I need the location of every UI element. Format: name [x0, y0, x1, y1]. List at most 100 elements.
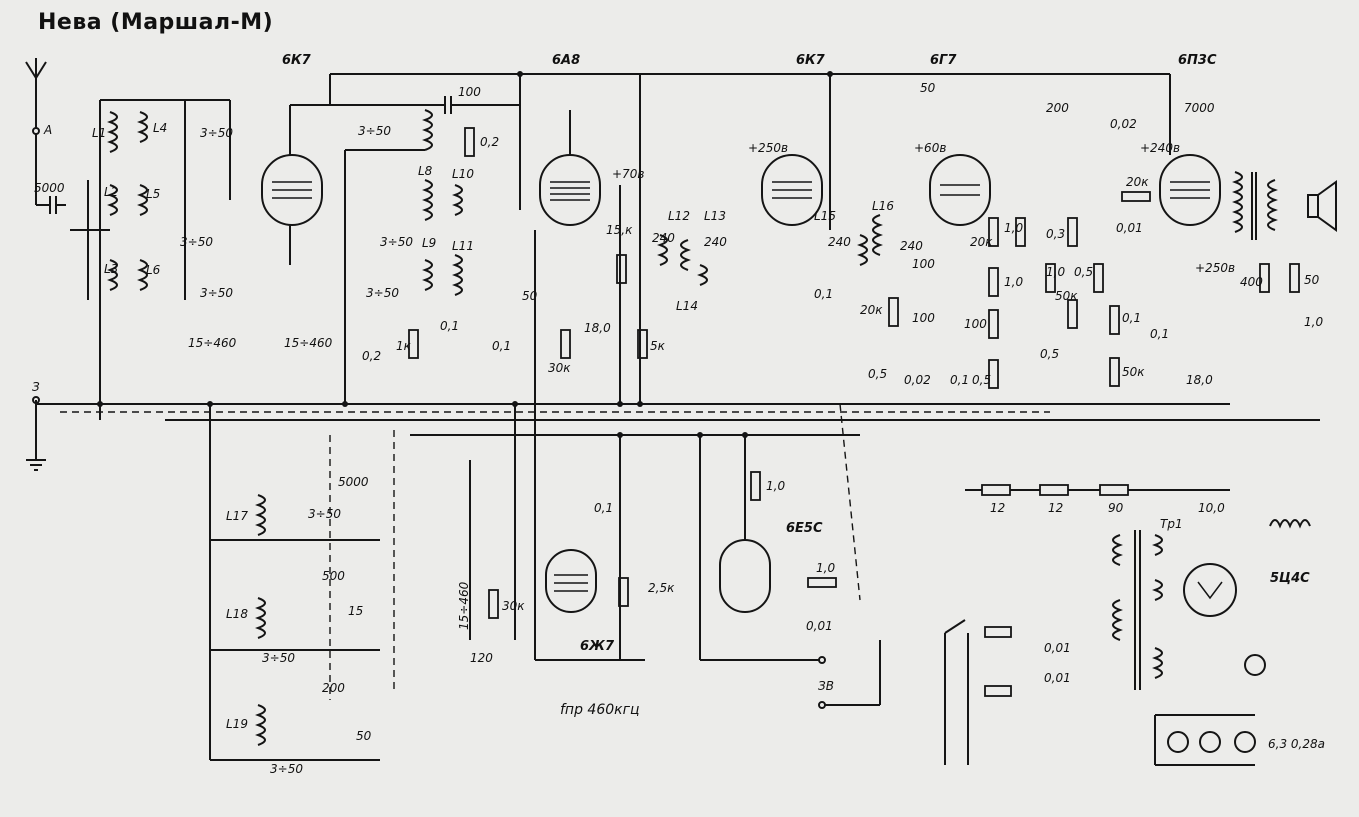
coil-L8: L8 [418, 164, 433, 178]
pickup-terminals [818, 403, 881, 709]
label-c0-2: 0,2 [362, 349, 381, 363]
label-c0-1-osc: 0,1 [594, 501, 613, 515]
label-c3-50-osc3: 3÷50 [270, 762, 303, 776]
tube-output [1159, 154, 1221, 226]
label-c50-osc: 50 [356, 729, 372, 743]
label-c3-50-osc2: 3÷50 [262, 651, 295, 665]
label-c200-osc: 200 [322, 681, 345, 695]
label-r100: 100 [964, 317, 987, 331]
label-r2-5k: 2,5к [648, 581, 675, 595]
label-c100-det-a: 100 [912, 257, 935, 271]
label-c0-5: 0,5 [1040, 347, 1059, 361]
label-c50-det: 50 [920, 81, 936, 95]
voltage-240: +240в [1140, 141, 1180, 155]
tube-label-6e5s: 6Е5С [786, 521, 823, 536]
resistor-1k [408, 329, 419, 359]
tube-indicator [719, 435, 771, 613]
resistor-20k-out [1121, 191, 1151, 202]
tube-converter [539, 110, 601, 226]
resistor-50k-b [1109, 357, 1120, 387]
resistor-1-0-ind2 [807, 577, 837, 588]
label-r50k-a: 50к [1055, 289, 1078, 303]
label-c0-01: 0,01 [1116, 221, 1143, 235]
tube-label-6a8: 6А8 [552, 53, 580, 68]
label-c15: 15 [348, 604, 363, 618]
label-c5000-osc: 5000 [338, 475, 369, 489]
tube-rf-amp [261, 104, 330, 265]
label-c0-1-det: 0,1 [950, 373, 969, 387]
resistor-15k [616, 254, 627, 284]
resistor-1-0-a [1015, 217, 1026, 247]
label-c0-01-ind: 0,01 [806, 619, 833, 633]
label-c100-top: 100 [458, 85, 481, 99]
tube-label-6g7: 6Г7 [930, 53, 957, 68]
tube-label-5ts4s: 5Ц4С [1270, 571, 1310, 586]
tube-if-amp [761, 154, 823, 226]
resistor-0-5-c [1093, 263, 1104, 293]
resistor-30k-osc [488, 589, 499, 619]
coil-L13: L13 [704, 209, 726, 223]
label-r1-0-a: 1,0 [1004, 221, 1023, 235]
voltage-60: +60в [914, 141, 946, 155]
label-c240-d: 240 [900, 239, 923, 253]
antenna-symbol [25, 58, 47, 205]
label-r30k-osc: 30к [502, 599, 525, 613]
lamp-rating: 6,3 0,28а [1268, 737, 1325, 751]
label-r1-0-ind2: 1,0 [816, 561, 835, 575]
label-r0-2: 0,2 [480, 135, 499, 149]
label-h12b: 12 [1048, 501, 1063, 515]
resistor-50 [1289, 263, 1300, 293]
resistor-0-5-b [988, 359, 999, 389]
label-r30k-conv: 30к [548, 361, 571, 375]
label-h12a: 12 [990, 501, 1005, 515]
label-c3-50-osc1: 3÷50 [308, 507, 341, 521]
label-r1-0-ind: 1,0 [766, 479, 785, 493]
resistor-5k [637, 329, 648, 359]
tube-label-6k7-if: 6К7 [796, 53, 826, 68]
label-r5k: 5к [650, 339, 666, 353]
label-c15-460-b: 15÷460 [284, 336, 333, 350]
resistor-400 [1259, 263, 1270, 293]
ground-terminal [26, 396, 46, 471]
label-c10-0: 10,0 [1198, 501, 1225, 515]
label-r0-1: 0,1 [1122, 311, 1141, 325]
label-r20k-out: 20к [1126, 175, 1149, 189]
tube-oscillator [545, 549, 597, 613]
label-r1k: 1к [396, 339, 412, 353]
label-r1-0-b: 1,0 [1004, 275, 1023, 289]
label-r0-5-b: 0,5 [972, 373, 991, 387]
label-c0-1-if: 0,1 [814, 287, 833, 301]
label-c3-50-c: 3÷50 [200, 286, 233, 300]
if-frequency-note: fпр 460кгц [560, 702, 639, 718]
label-r0-5-det: 0,5 [868, 367, 887, 381]
label-c100-det-b: 100 [912, 311, 935, 325]
label-c120: 120 [470, 651, 493, 665]
coil-L19: L19 [226, 717, 248, 731]
resistor-100 [988, 309, 999, 339]
coil-L12: L12 [668, 209, 690, 223]
label-c3-50-f: 3÷50 [366, 286, 399, 300]
voltage-250-out: +250в [1195, 261, 1235, 275]
diagram-title: Нева (Маршал-М) [38, 10, 274, 35]
mains-switch[interactable] [944, 619, 1012, 765]
label-c15-460-a: 15÷460 [188, 336, 237, 350]
heater-resistors [965, 484, 1230, 496]
resistor-30k-conv [560, 329, 571, 359]
label-c0-1-a: 0,1 [440, 319, 459, 333]
filter-choke [1269, 519, 1311, 529]
speaker-icon [1307, 180, 1337, 232]
label-h90: 90 [1108, 501, 1124, 515]
transformer-label: Тр1 [1160, 517, 1183, 531]
coil-L4: L4 [153, 121, 167, 135]
label-c0-1-b: 0,1 [492, 339, 511, 353]
resistor-0-2 [464, 127, 475, 157]
label-c18-0: 18,0 [584, 321, 611, 335]
resistor-0-1 [1109, 305, 1120, 335]
tube-label-6zh7: 6Ж7 [580, 639, 615, 654]
voltage-250-if: +250в [748, 141, 788, 155]
label-c15-460-c: 15÷460 [457, 581, 471, 630]
rf-coils [344, 109, 463, 404]
coil-L6: L6 [146, 263, 161, 277]
pickup-label: ЗВ [818, 679, 834, 693]
coil-L9: L9 [422, 236, 436, 250]
